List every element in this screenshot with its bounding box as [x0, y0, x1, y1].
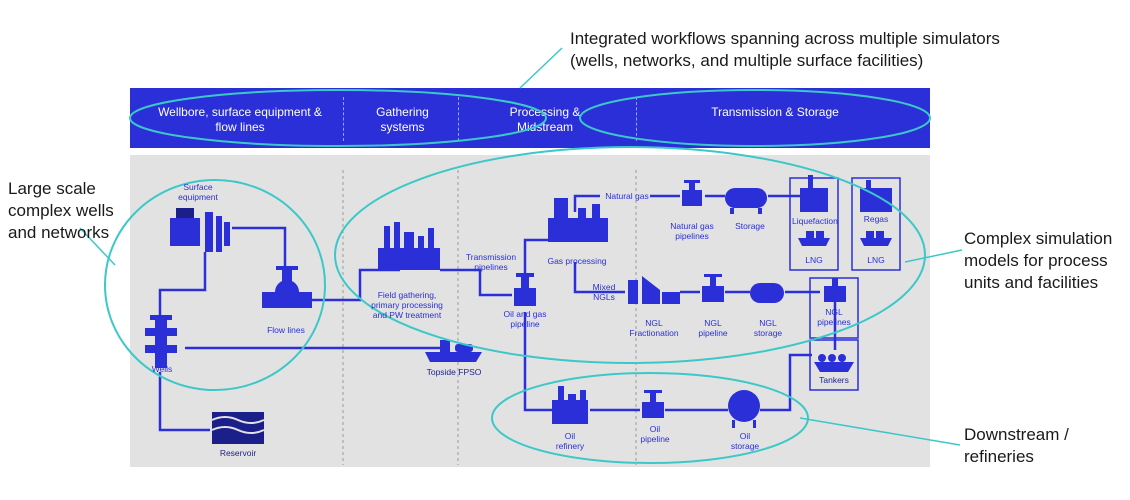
label-reservoir: Reservoir — [219, 448, 257, 458]
tankers-box — [809, 339, 859, 391]
label-oil-refinery: Oil refinery — [555, 431, 585, 451]
ngl-fractionation-icon — [628, 276, 680, 304]
liquefaction-box — [789, 177, 839, 271]
icons — [145, 175, 901, 444]
label-ngl-fractionation: NGL Fractionation — [629, 318, 679, 338]
ellipse-workflows-right — [579, 89, 931, 147]
label-topside-fpso: Topside FPSO — [426, 367, 482, 377]
pipe-mixed-ngls — [573, 262, 625, 294]
ngl-storage-icon — [750, 283, 784, 303]
pipe-gathering-to-pipeline — [440, 268, 512, 297]
label-natural-gas: Natural gas — [605, 191, 649, 201]
label-lng-1: LNG — [805, 255, 823, 265]
label-ngl-pipeline: NGL pipeline — [698, 318, 728, 338]
pipe-natural-gas — [573, 194, 600, 212]
ellipse-wells-networks — [104, 179, 326, 391]
pipe-network — [158, 194, 837, 432]
stage-banner — [130, 88, 930, 148]
stage-transmission: Transmission & Storage — [711, 105, 839, 119]
stage-divider — [458, 97, 459, 141]
pipe-wells-to-reservoir — [158, 372, 210, 432]
pipe-to-refinery — [523, 312, 552, 412]
natural-gas-pipelines-icon — [682, 180, 702, 206]
stage-divider — [343, 97, 344, 141]
oil-gas-pipeline-icon — [514, 273, 536, 306]
wells-icon — [145, 315, 177, 368]
label-lng-2: LNG — [867, 255, 885, 265]
label-oil-pipeline: Oil pipeline — [640, 424, 670, 444]
pipe-to-gas-processing — [523, 238, 550, 275]
callout-leaders — [79, 47, 963, 446]
label-ngl-storage: NGL storage — [753, 318, 783, 338]
label-liquefaction: Liquefaction — [792, 216, 838, 226]
label-oil-storage: Oil storage — [730, 431, 760, 451]
tanker-icon — [814, 354, 854, 372]
fpso-icon — [425, 340, 482, 362]
callout-large-scale-wells: Large scale complex wells and networks — [8, 179, 114, 242]
label-wells: Wells — [151, 364, 173, 374]
label-surface-equipment: Surface equipment — [178, 182, 218, 202]
ellipse-process-units — [334, 146, 926, 364]
oil-storage-icon — [728, 390, 760, 428]
regas-box — [851, 177, 901, 271]
regas-icon — [860, 180, 892, 246]
label-tankers: Tankers — [819, 375, 849, 385]
callout-complex-simulation: Complex simulation models for process un… — [964, 229, 1113, 292]
label-flow-lines: Flow lines — [267, 325, 305, 335]
liquefaction-icon — [798, 175, 830, 246]
oil-pipeline-icon — [642, 390, 664, 418]
oil-refinery-icon — [552, 386, 588, 424]
highlight-ellipses — [104, 89, 931, 464]
gas-processing-icon — [548, 198, 608, 242]
label-field-gathering: Field gathering, primary processing and … — [371, 290, 443, 320]
label-storage: Storage — [735, 221, 765, 231]
ellipse-workflows — [129, 89, 547, 147]
stage-divider — [636, 97, 637, 141]
pipe-surface-to-flowlines — [232, 226, 287, 278]
surface-equipment-icon — [170, 208, 230, 252]
label-mixed-ngls: Mixed NGLs — [592, 282, 616, 302]
label-oil-gas-pipeline: Oil and gas pipeline — [503, 309, 547, 329]
stage-wellbore: Wellbore, surface equipment & flow lines — [158, 105, 322, 134]
label-gas-processing: Gas processing — [547, 256, 607, 266]
flow-lines-icon — [262, 266, 312, 308]
callout-downstream: Downstream / refineries — [964, 425, 1069, 466]
label-natural-gas-pipelines: Natural gas pipelines — [670, 221, 714, 241]
ngl-pipeline-icon — [702, 274, 724, 302]
label-transmission-pipelines: Transmission pipelines — [465, 252, 517, 272]
ngl-pipelines-icon — [824, 278, 846, 302]
reservoir-icon — [211, 412, 265, 444]
stage-processing: Processing & Midstream — [509, 105, 581, 134]
pipe-storage-to-tankers — [760, 353, 812, 412]
gas-storage-icon — [725, 188, 767, 214]
label-ngl-pipelines: NGL pipelines — [817, 307, 851, 327]
pipe-surface-to-wells — [158, 252, 207, 318]
field-gathering-icon — [378, 222, 440, 270]
label-regas: Regas — [863, 214, 889, 224]
callout-integrated-workflows: Integrated workflows spanning across mul… — [570, 29, 1000, 70]
ellipse-downstream — [491, 372, 809, 464]
stage-gathering: Gathering systems — [376, 105, 429, 134]
